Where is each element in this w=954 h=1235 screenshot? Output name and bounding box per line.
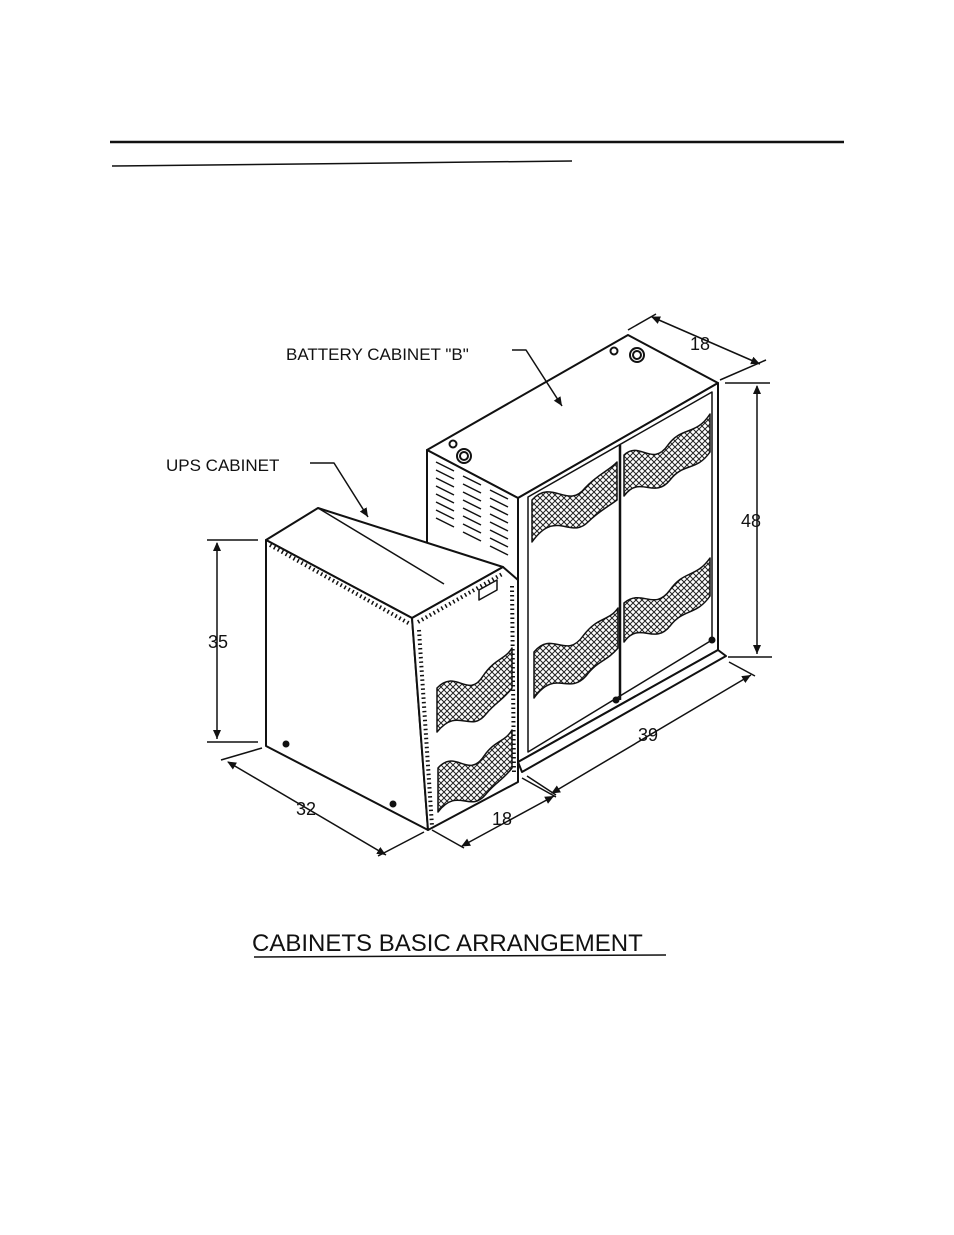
- dim-ups-width: 18: [492, 809, 512, 829]
- dim-battery-depth: 18: [690, 334, 710, 354]
- dim-battery-width: 39: [638, 725, 658, 745]
- dim-ups-height: 35: [208, 632, 228, 652]
- subheader-rule: [112, 161, 572, 166]
- dim-battery-height: 48: [741, 511, 761, 531]
- ups-cabinet-label: UPS CABINET: [166, 456, 279, 475]
- figure-caption: CABINETS BASIC ARRANGEMENT: [252, 930, 643, 957]
- dim-ups-depth: 32: [296, 799, 316, 819]
- battery-cabinet-label: BATTERY CABINET "B": [286, 345, 469, 364]
